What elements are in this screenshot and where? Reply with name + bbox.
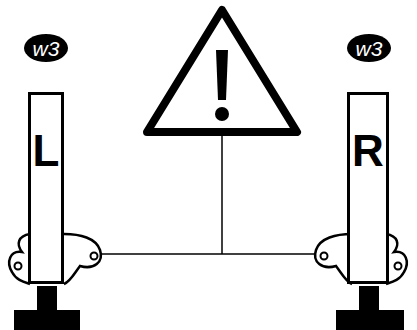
- badge-ellipse: w3: [347, 34, 391, 62]
- side-letter: L: [33, 129, 60, 173]
- warning-mark: [216, 50, 228, 100]
- side-letter: R: [352, 129, 384, 173]
- connector-line: [64, 253, 347, 255]
- post-box: R: [347, 92, 389, 284]
- warning-dot: [215, 107, 229, 121]
- badge-label: w3: [356, 38, 383, 59]
- badge-label: w3: [33, 38, 60, 59]
- badge-ellipse: w3: [24, 34, 68, 62]
- leader-line: [221, 134, 223, 254]
- post-box: L: [28, 92, 65, 284]
- warning-triangle: [147, 10, 297, 132]
